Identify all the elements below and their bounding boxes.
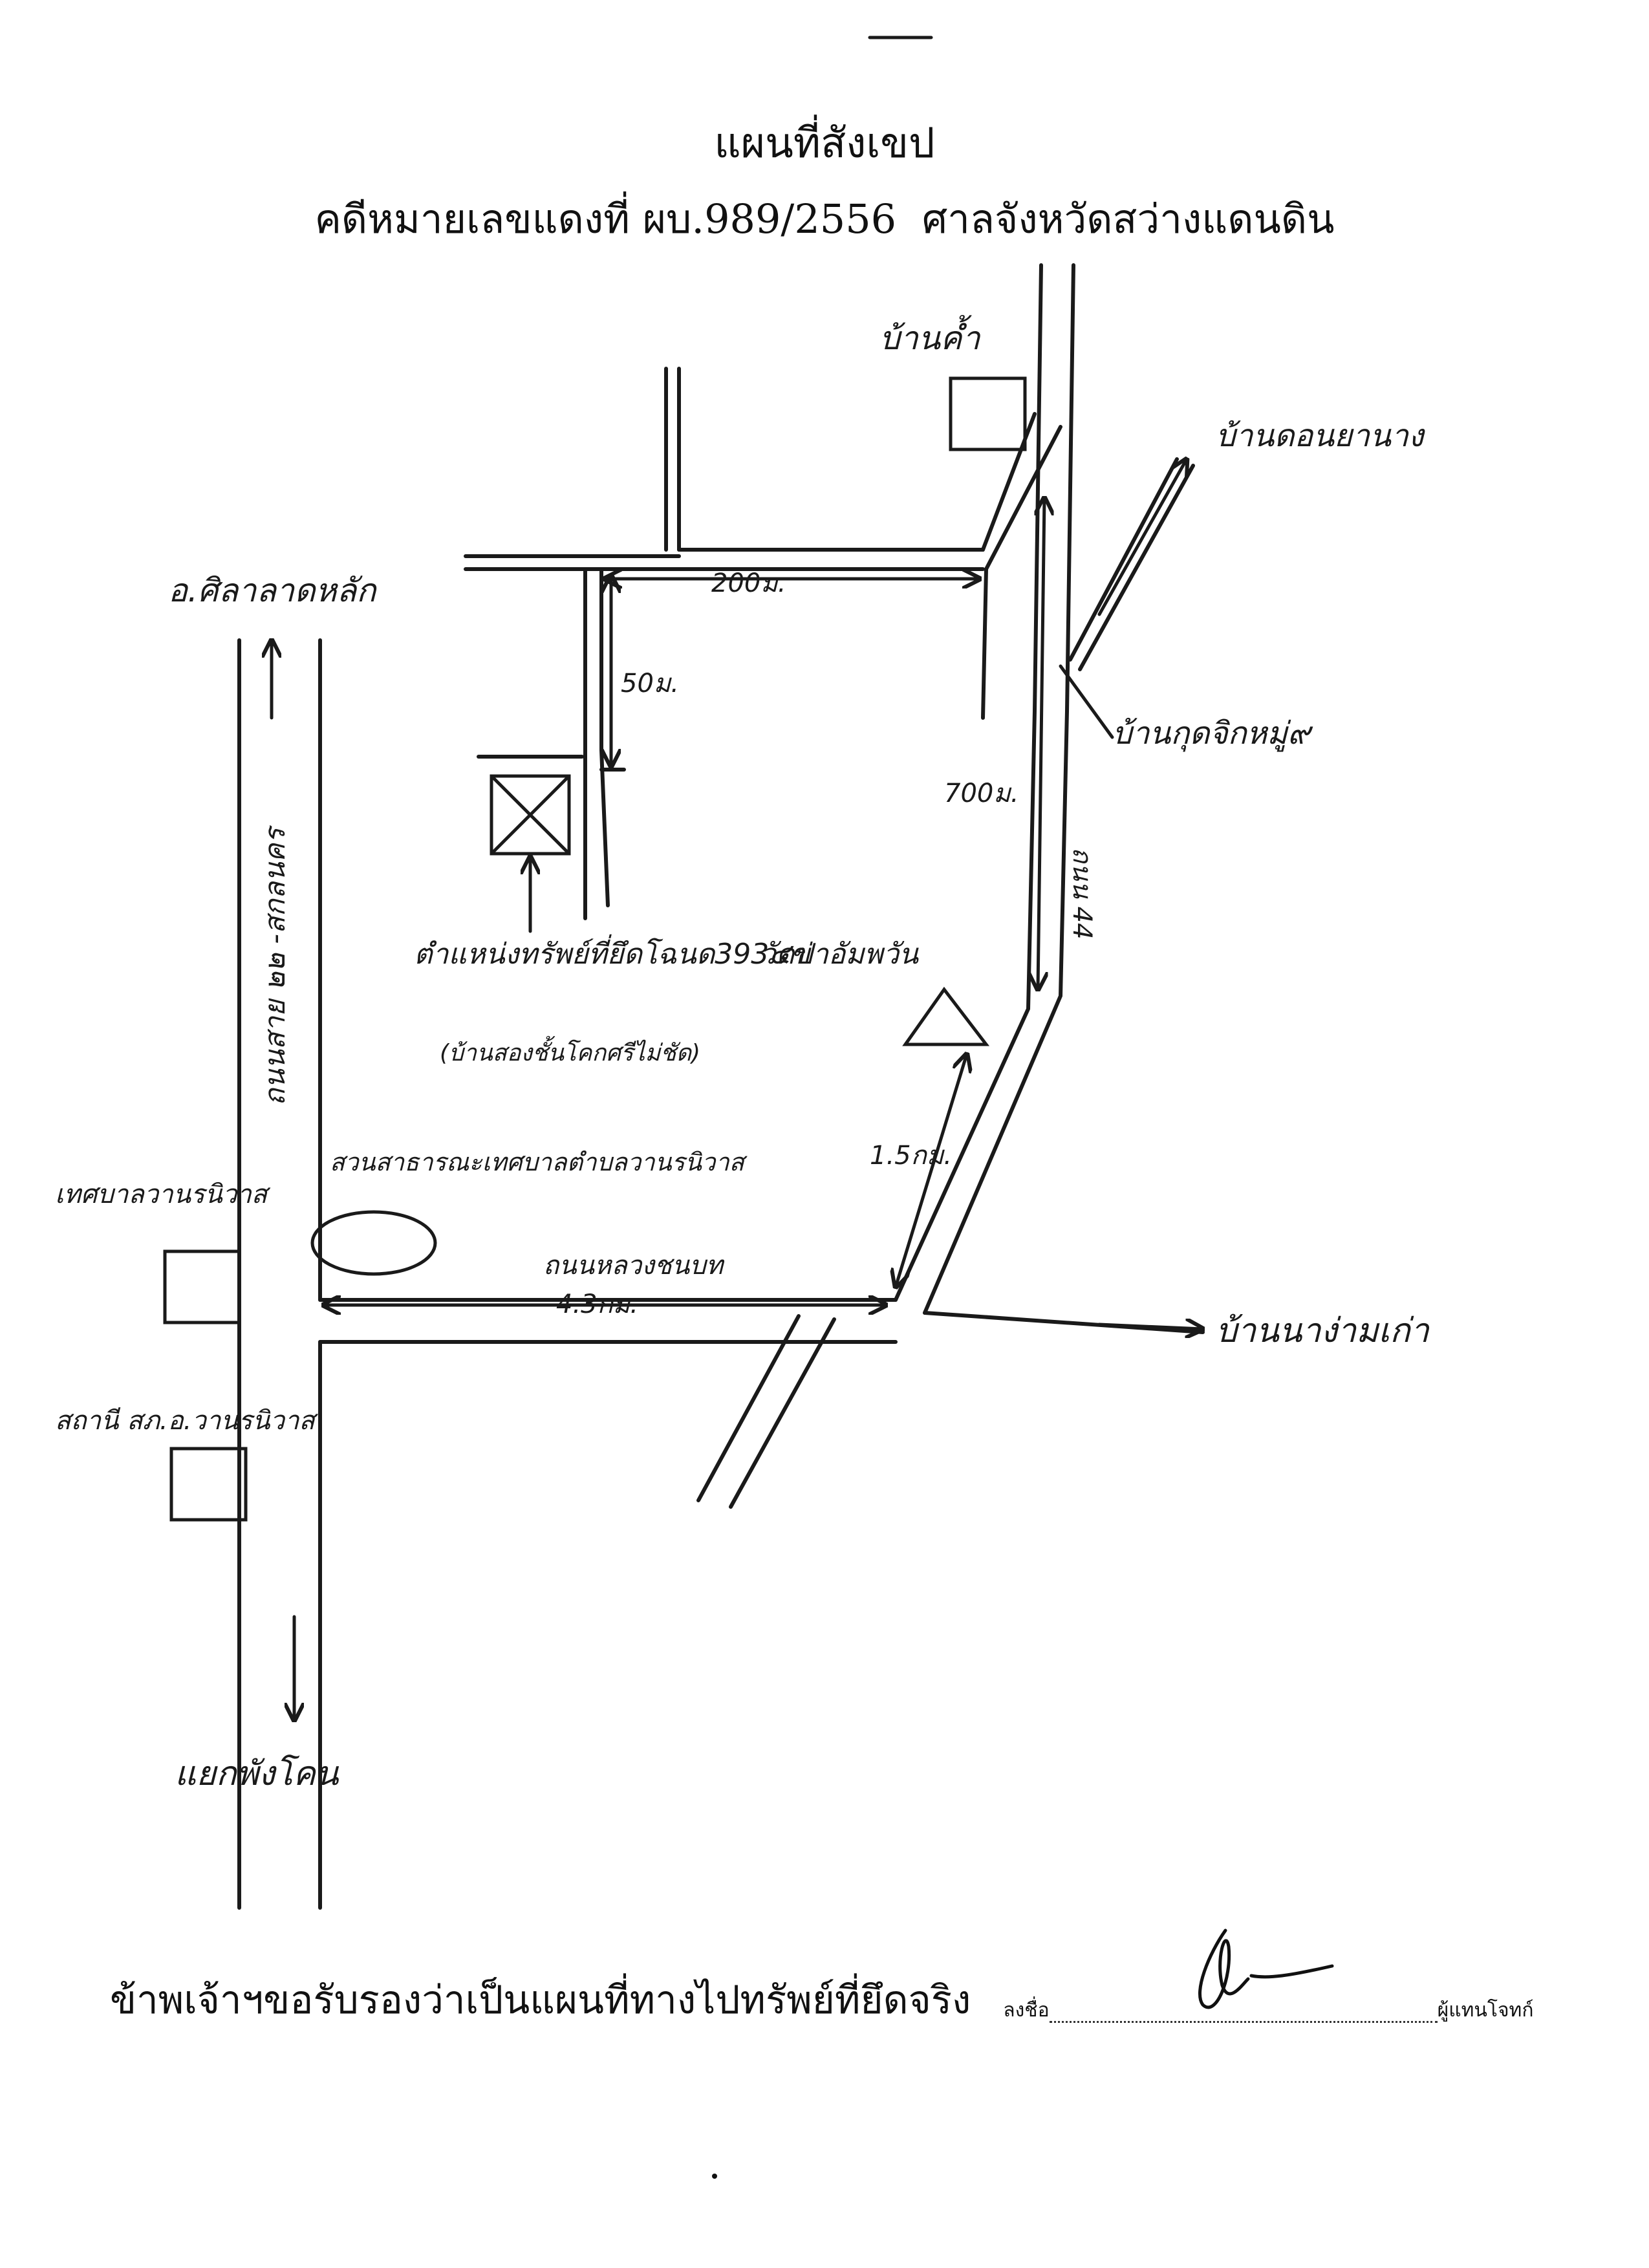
signature-mark xyxy=(1198,1928,1334,2009)
temple-triangle xyxy=(902,986,990,1046)
label-distance-top: 200ม. xyxy=(711,568,786,598)
label-park: สวนสาธารณะเทศบาลตำบลวานรนิวาส xyxy=(330,1148,748,1176)
municipality-square xyxy=(163,1249,241,1324)
label-south-junction: แยกพังโคน xyxy=(175,1755,339,1793)
certification-line: ข้าพเจ้าฯขอรับรองว่าเป็นแผนที่ทางไปทรัพย… xyxy=(110,1940,1597,2031)
label-distance-bottom: 4.3กม. xyxy=(556,1290,638,1319)
east-road xyxy=(923,1311,1205,1334)
sign-label: ลงชื่อ xyxy=(1003,1999,1050,2022)
property-cross-b xyxy=(490,774,571,856)
label-temple: วัดป่าอัมพวัน xyxy=(760,938,920,971)
bottom-dot xyxy=(712,2174,717,2179)
ne-road-b xyxy=(1078,464,1195,671)
label-property-note: (บ้านสองชั้นโคกศรีไม่ชัด) xyxy=(440,1035,700,1066)
label-distance-vertical: 50ม. xyxy=(621,669,679,698)
arrow-ne xyxy=(1097,459,1187,616)
label-ban-kut-chik: บ้านกุดจิกหมู่๙ xyxy=(1112,715,1313,752)
label-property: ตำแหน่งทรัพย์ที่ยึดโฉนด393๔ข xyxy=(414,934,812,971)
park-ellipse xyxy=(310,1210,437,1276)
main-road-right-right-edge xyxy=(923,263,1075,1315)
label-distance-diagonal: 1.5กม. xyxy=(870,1141,952,1171)
certification-statement: ข้าพเจ้าฯขอรับรองว่าเป็นแผนที่ทางไปทรัพย… xyxy=(110,1978,971,2023)
signer-role: ผู้แทนโจทก์ xyxy=(1437,1999,1534,2022)
label-distance-right: 700ม. xyxy=(944,779,1018,808)
upper-road-inner xyxy=(981,425,1062,720)
label-municipality: เทศบาลวานรนิวาส xyxy=(55,1180,271,1209)
document-title: แผนที่สังเขป xyxy=(714,120,935,167)
property-box xyxy=(490,774,571,856)
distance-arrow-right xyxy=(1038,498,1044,989)
ban-kham-square xyxy=(949,376,1027,451)
label-road-right: ถนน 44 xyxy=(1067,847,1097,940)
case-line: คดีหมายเลขแดงที่ ผบ.989/2556 ศาลจังหวัดส… xyxy=(0,188,1649,251)
label-police: สถานี สภ.อ.วานรนิวาส xyxy=(55,1406,318,1436)
court-name: ศาลจังหวัดสว่างแดนดิน xyxy=(921,195,1335,243)
label-east-village: บ้านนาง่ามเก่า xyxy=(1216,1312,1430,1350)
label-ban-don-ya-nang: บ้านดอนยานาง xyxy=(1216,418,1426,454)
diagonal-road-sw-a xyxy=(696,1314,801,1502)
ne-road-a xyxy=(1068,457,1179,662)
case-number: คดีหมายเลขแดงที่ ผบ.989/2556 xyxy=(314,195,897,243)
diagonal-road-sw-b xyxy=(729,1317,836,1509)
label-rural-road: ถนนหลวงชนบท xyxy=(543,1251,725,1280)
ne-connector xyxy=(1059,664,1114,739)
police-square xyxy=(169,1447,248,1522)
label-district: อ.ศิลาลาดหลัก xyxy=(168,572,378,609)
lane-right-edge xyxy=(599,567,610,907)
label-ban-kham: บ้านค้ำ xyxy=(879,315,981,357)
distance-arrow-diagonal xyxy=(896,1054,967,1287)
arrow-east xyxy=(1097,1324,1203,1329)
upper-road-top-edge xyxy=(677,412,1037,552)
label-highway: ถนนสาย ๒๒ -สกลนคร xyxy=(259,825,292,1106)
signature-line xyxy=(1049,1956,1438,2023)
